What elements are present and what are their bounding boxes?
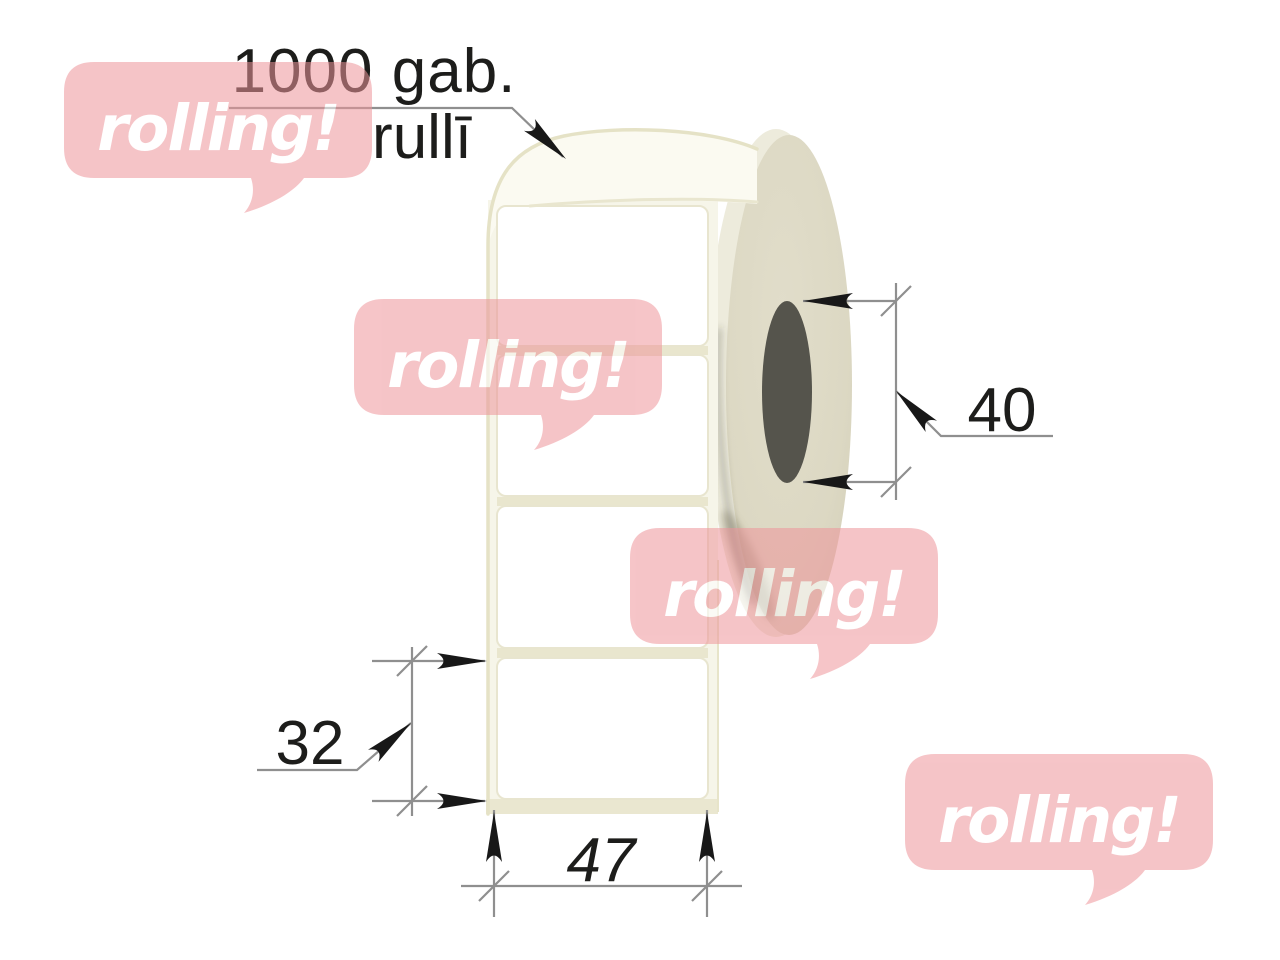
strip-crease-line <box>528 197 759 208</box>
dim-arrow-icon <box>699 812 715 862</box>
dim-arrow-icon <box>437 653 487 669</box>
label-gap <box>497 497 708 506</box>
watermark-bubble: rolling! <box>354 299 662 450</box>
watermark-bubble: rolling! <box>630 528 938 679</box>
blank-label <box>496 657 709 800</box>
callout-unit-text: rullī <box>372 103 472 172</box>
dimension-label-width <box>461 810 742 917</box>
dim-arrow-icon <box>486 812 502 862</box>
watermark-bubble: rolling! <box>64 62 372 213</box>
dimension-annotations <box>229 106 1053 917</box>
speech-bubble-icon <box>630 528 938 679</box>
label-strip <box>486 128 759 816</box>
watermark-logo-text: rolling! <box>663 558 905 631</box>
watermarks: rolling! rolling! rolling! rolling! <box>64 62 1213 905</box>
core-diameter-value: 40 <box>968 376 1037 445</box>
label-width-value: 47 <box>567 826 638 895</box>
dimension-label-height <box>257 644 487 818</box>
strip-bottom-band <box>486 799 718 814</box>
label-height-value: 32 <box>276 709 345 778</box>
watermark-logo-text: rolling! <box>938 784 1180 857</box>
strip-bend <box>488 129 757 246</box>
watermark-logo-text: rolling! <box>97 92 339 165</box>
dim-arrow-icon <box>437 793 487 809</box>
speech-bubble-icon <box>354 299 662 450</box>
dimension-texts: 1000 gab. rullī 40 32 47 <box>232 37 1037 895</box>
label-roll <box>707 129 852 637</box>
dimension-core-diameter <box>803 283 1053 500</box>
speech-bubble-icon <box>64 62 372 213</box>
speech-bubble-icon <box>905 754 1213 905</box>
roll-core-hole <box>762 301 812 483</box>
watermark-logo-text: rolling! <box>387 329 629 402</box>
strip-outer-edge <box>486 128 759 816</box>
watermark-bubble: rolling! <box>905 754 1213 905</box>
label-gap <box>497 648 708 658</box>
